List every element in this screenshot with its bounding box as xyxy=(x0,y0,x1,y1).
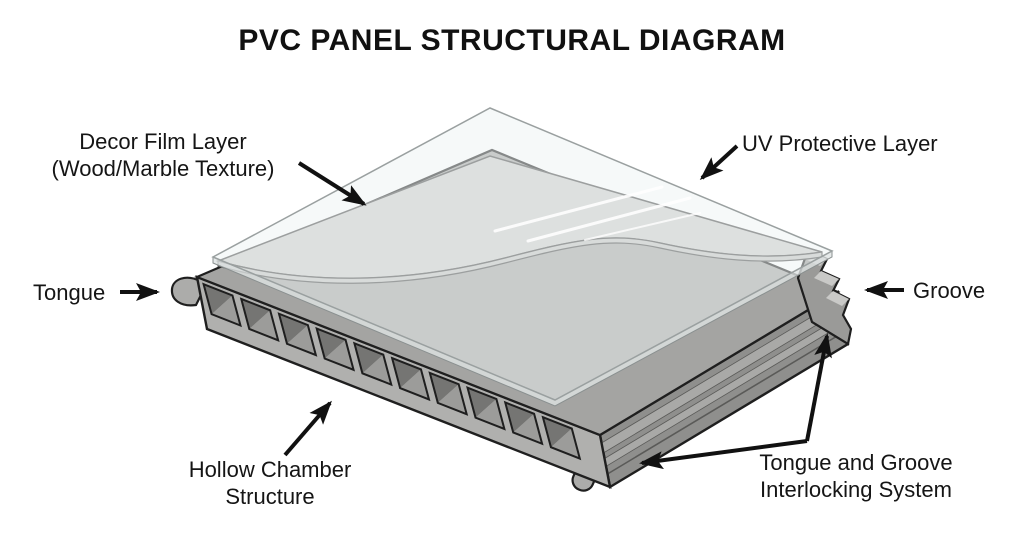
label-decor-film-line2: (Wood/Marble Texture) xyxy=(51,156,275,182)
label-interlocking-line1: Tongue and Groove xyxy=(759,450,953,475)
hollow-chamber-cell xyxy=(352,341,393,387)
label-uv-protective-layer: UV Protective Layer xyxy=(742,131,938,156)
hollow-chamber-cell xyxy=(542,417,572,448)
hollow-chamber-cell xyxy=(503,400,544,446)
hollow-chamber-cell xyxy=(362,354,392,385)
hollow-chamber-cell xyxy=(429,372,459,403)
uv-layer-shine xyxy=(493,185,701,243)
hollow-chamber-cell xyxy=(390,356,431,402)
arrow-uv-layer xyxy=(699,144,739,181)
hollow-chamber-cell xyxy=(203,284,233,315)
tongue-profile xyxy=(170,276,203,307)
hollow-chamber-cell xyxy=(400,369,429,400)
label-interlocking-line2: Interlocking System xyxy=(760,477,952,503)
hollow-chamber-cell xyxy=(475,398,505,429)
groove-profile xyxy=(796,248,853,346)
hollow-chamber-cell xyxy=(324,339,354,370)
label-hollow-line2: Structure xyxy=(225,484,315,510)
hollow-chamber-cell xyxy=(278,313,308,344)
label-groove: Groove xyxy=(913,278,986,303)
arrow-interlocking-left xyxy=(639,439,808,470)
hollow-chamber-cell xyxy=(277,312,318,357)
hollow-chamber-cell xyxy=(286,325,316,356)
hollow-chamber-cell xyxy=(241,298,271,329)
groove-step-facet xyxy=(826,291,849,306)
hollow-chamber-cell xyxy=(466,386,506,431)
diagram-title: PVC PANEL STRUCTURAL DIAGRAM xyxy=(238,24,786,57)
hollow-chamber-cell xyxy=(315,326,356,372)
hollow-chamber-cell xyxy=(239,297,280,342)
label-tongue: Tongue xyxy=(33,280,106,305)
label-hollow-line1: Hollow Chamber xyxy=(188,457,352,482)
hollow-chambers xyxy=(202,282,582,461)
hollow-chamber-cell xyxy=(428,371,469,416)
arrow-decor-film xyxy=(297,161,367,206)
side-face-groove-line xyxy=(607,330,846,475)
hollow-chamber-cell xyxy=(202,282,242,328)
hollow-chamber-cell xyxy=(437,384,467,415)
hollow-chamber-cell xyxy=(505,402,535,433)
hollow-chamber-cell xyxy=(354,343,384,374)
hollow-chamber-cell xyxy=(513,413,543,444)
hollow-chamber-cell xyxy=(249,310,279,341)
uv-layer-sheet xyxy=(211,107,834,401)
hollow-chamber-cell xyxy=(392,358,421,389)
hollow-chamber-cell xyxy=(467,387,497,418)
hollow-chamber-cell xyxy=(541,415,582,461)
label-decor-film-layer: Decor Film Layer (Wood/Marble Texture) xyxy=(28,128,298,183)
hollow-chamber-cell xyxy=(211,295,241,326)
label-hollow-chamber-structure: Hollow Chamber Structure xyxy=(155,456,385,511)
label-decor-film-line1: Decor Film Layer xyxy=(79,129,247,154)
arrow-interlocking-up xyxy=(805,333,832,442)
hollow-chamber-cell xyxy=(316,328,346,359)
groove-step-facet xyxy=(814,271,839,286)
hollow-chamber-cell xyxy=(550,428,580,459)
arrow-hollow-chamber xyxy=(283,400,332,457)
label-tongue-groove-system: Tongue and Groove Interlocking System xyxy=(738,449,974,504)
